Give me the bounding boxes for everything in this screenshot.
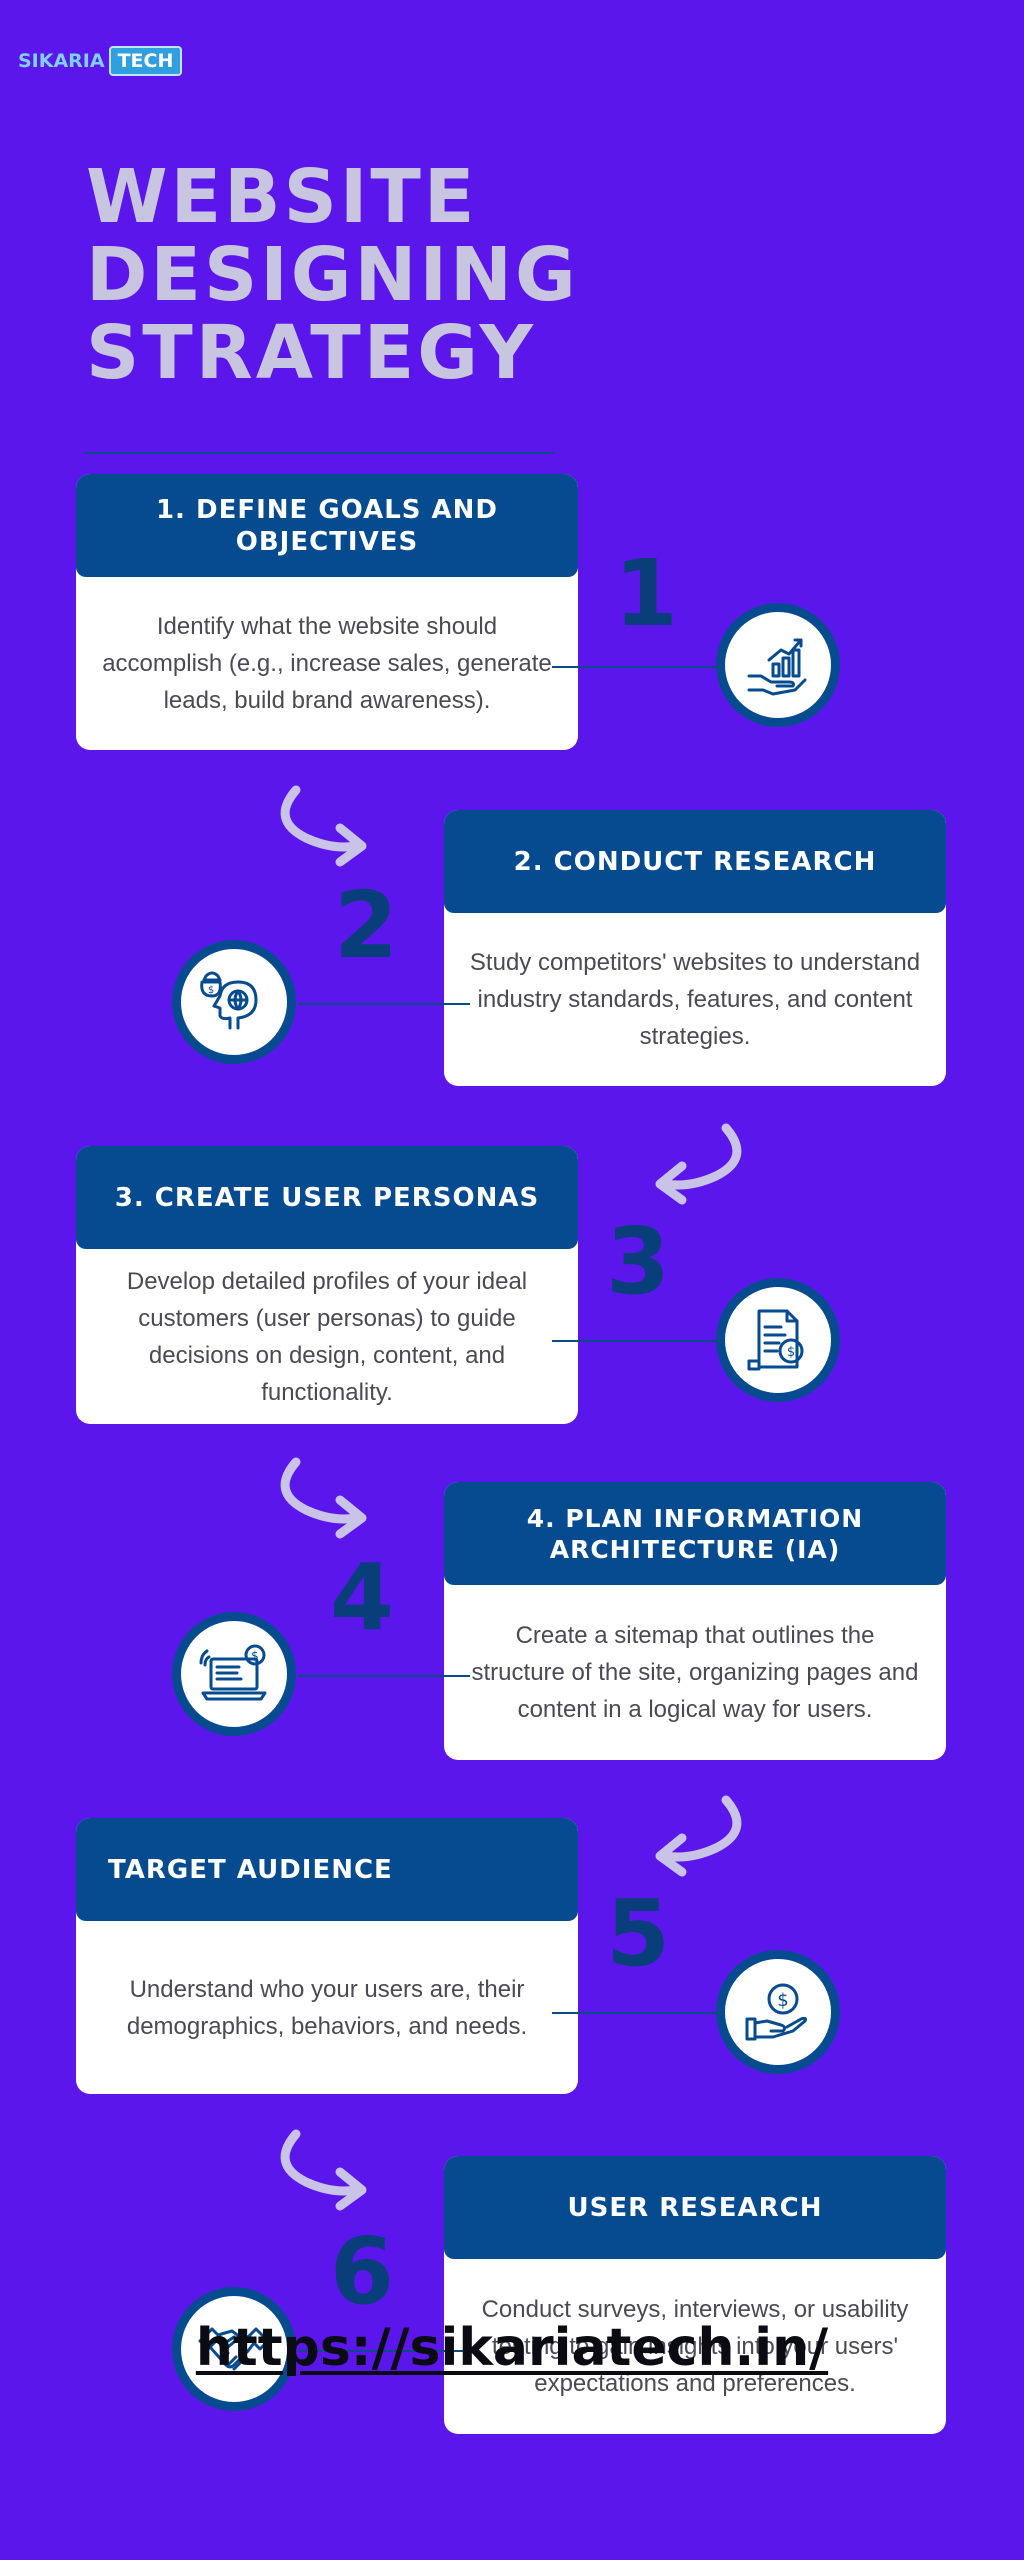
step-text-5: Understand who your users are, their dem… xyxy=(126,1975,528,2040)
page-title: WEBSITE DESIGNING STRATEGY xyxy=(86,158,579,392)
step-card-1: 1. DEFINE GOALS AND OBJECTIVES Identify … xyxy=(76,474,578,750)
step-number-2: 2 xyxy=(334,872,399,979)
step-heading-2: 2. CONDUCT RESEARCH xyxy=(444,810,946,913)
step-text-4: Create a sitemap that outlines the struc… xyxy=(471,1622,919,1723)
flow-arrow-1 xyxy=(270,780,382,870)
logo-text-right: TECH xyxy=(108,46,183,76)
step-number-1: 1 xyxy=(614,540,679,647)
step-card-3: 3. CREATE USER PERSONAS Develop detailed… xyxy=(76,1146,578,1424)
invoice-document-icon: $ xyxy=(747,1309,804,1371)
step-heading-1: 1. DEFINE GOALS AND OBJECTIVES xyxy=(76,474,578,577)
step-card-5: TARGET AUDIENCE Understand who your user… xyxy=(76,1818,578,2094)
connector-line-1 xyxy=(552,666,718,668)
step-icon-6 xyxy=(172,2287,296,2411)
step-heading-6: USER RESEARCH xyxy=(444,2156,946,2259)
svg-text:$: $ xyxy=(777,1990,788,2011)
step-text-1: Identify what the website should accompl… xyxy=(102,613,552,714)
step-icon-3: $ xyxy=(716,1278,840,1402)
step-card-2: 2. CONDUCT RESEARCH Study competitors' w… xyxy=(444,810,946,1086)
svg-text:$: $ xyxy=(251,1649,259,1663)
step-text-6: Conduct surveys, interviews, or usabilit… xyxy=(481,2296,909,2397)
head-money-globe-icon: $ xyxy=(200,971,258,1030)
flow-arrow-4 xyxy=(640,1790,752,1880)
svg-text:$: $ xyxy=(208,985,214,996)
flow-arrow-3 xyxy=(270,1452,382,1542)
brand-logo: SIKARIA TECH xyxy=(18,44,183,78)
connector-line-3 xyxy=(552,1340,718,1342)
flow-arrow-5 xyxy=(270,2124,382,2214)
growth-chart-hand-icon xyxy=(747,638,807,696)
website-link[interactable]: https://sikariatech.in/ xyxy=(195,2318,829,2378)
flow-arrow-2 xyxy=(640,1118,752,1208)
connector-line-5 xyxy=(552,2012,718,2014)
step-number-6: 6 xyxy=(330,2218,395,2325)
step-heading-5: TARGET AUDIENCE xyxy=(76,1818,578,1921)
step-icon-1 xyxy=(716,603,840,727)
laptop-payment-icon: $ xyxy=(199,1644,267,1701)
title-divider xyxy=(84,452,554,454)
step-card-6: USER RESEARCH Conduct surveys, interview… xyxy=(444,2156,946,2434)
connector-line-2 xyxy=(298,1003,470,1005)
step-text-2: Study competitors' websites to understan… xyxy=(469,949,921,1050)
handshake-icon xyxy=(198,2327,270,2371)
step-icon-2: $ xyxy=(172,940,296,1064)
hand-coin-icon: $ xyxy=(745,1983,807,2041)
step-number-4: 4 xyxy=(330,1544,395,1651)
connector-line-6 xyxy=(298,2350,470,2352)
step-number-3: 3 xyxy=(606,1208,671,1315)
step-heading-4: 4. PLAN INFORMATION ARCHITECTURE (IA) xyxy=(444,1482,946,1585)
logo-text-left: SIKARIA xyxy=(18,50,105,72)
step-text-3: Develop detailed profiles of your ideal … xyxy=(126,1267,528,1406)
connector-line-4 xyxy=(298,1675,470,1677)
svg-text:$: $ xyxy=(787,1345,795,1360)
step-icon-5: $ xyxy=(716,1950,840,2074)
title-line-2: DESIGNING xyxy=(86,232,579,318)
title-line-1: WEBSITE xyxy=(86,154,478,240)
step-icon-4: $ xyxy=(172,1612,296,1736)
title-line-3: STRATEGY xyxy=(86,310,537,396)
step-number-5: 5 xyxy=(606,1880,671,1987)
step-card-4: 4. PLAN INFORMATION ARCHITECTURE (IA) Cr… xyxy=(444,1482,946,1760)
step-heading-3: 3. CREATE USER PERSONAS xyxy=(76,1146,578,1249)
